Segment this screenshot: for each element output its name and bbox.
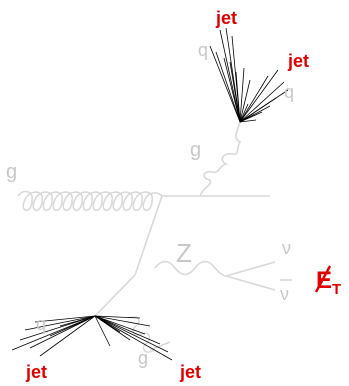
- track: [239, 97, 277, 123]
- label-antineutrino: ν: [280, 284, 289, 304]
- label-quark-top-left: q: [198, 40, 208, 60]
- track: [94, 315, 161, 345]
- track: [239, 75, 269, 123]
- track: [235, 71, 241, 123]
- z-boson-line: [154, 260, 227, 277]
- label-jet-bottom-left: jet: [25, 362, 47, 382]
- track: [239, 103, 249, 123]
- label-neutrino: ν: [282, 238, 291, 258]
- label-met: ET: [316, 267, 341, 298]
- track: [39, 315, 96, 357]
- label-gluon-bottom: g: [138, 348, 148, 368]
- particle-lines: [17, 121, 276, 353]
- track: [239, 111, 263, 123]
- track: [223, 57, 241, 123]
- track: [239, 67, 245, 123]
- met-subscript: T: [332, 281, 341, 298]
- track: [215, 51, 241, 123]
- track: [34, 315, 96, 323]
- incoming-gluon-line: [17, 190, 163, 212]
- jet-top-tracks: [209, 27, 289, 123]
- track: [94, 315, 111, 347]
- track: [94, 315, 121, 333]
- neutrino-line: [225, 261, 276, 277]
- track: [24, 315, 96, 331]
- label-quark-bottom: q: [36, 314, 46, 334]
- upper-gluon-line: [199, 121, 242, 197]
- track: [239, 69, 279, 123]
- track: [94, 315, 169, 353]
- jet-bottom-tracks: [11, 315, 173, 361]
- particle-labels: q q g g Z ν ν q g: [6, 40, 294, 368]
- track: [94, 315, 173, 361]
- track: [59, 315, 96, 327]
- track: [11, 315, 96, 351]
- bottom-gluon-stub: [149, 341, 171, 351]
- antineutrino-line: [225, 275, 276, 291]
- label-gluon-upper: g: [190, 139, 201, 161]
- track: [94, 315, 151, 327]
- track: [239, 81, 285, 123]
- label-jet-top-left: jet: [215, 8, 237, 28]
- track: [209, 45, 241, 123]
- label-jet-bottom-right: jet: [179, 362, 201, 382]
- track: [29, 315, 96, 349]
- jet-labels: jet jet jet jet ET: [25, 8, 341, 382]
- label-jet-top-right: jet: [287, 51, 309, 71]
- bottom-gluon-curl: [129, 316, 155, 353]
- track: [239, 119, 257, 123]
- track: [49, 315, 96, 337]
- label-gluon-incoming: g: [6, 161, 17, 183]
- internal-quark-line: [134, 195, 163, 276]
- met-symbol: E: [316, 267, 332, 294]
- track: [239, 79, 251, 123]
- track: [219, 29, 241, 123]
- track: [94, 315, 146, 335]
- label-z-boson: Z: [176, 238, 192, 268]
- label-quark-top-right: q: [284, 82, 294, 102]
- track: [94, 315, 141, 319]
- track: [19, 315, 96, 341]
- met-slash: [314, 265, 332, 293]
- outgoing-quark-line: [94, 274, 136, 317]
- track: [229, 61, 241, 123]
